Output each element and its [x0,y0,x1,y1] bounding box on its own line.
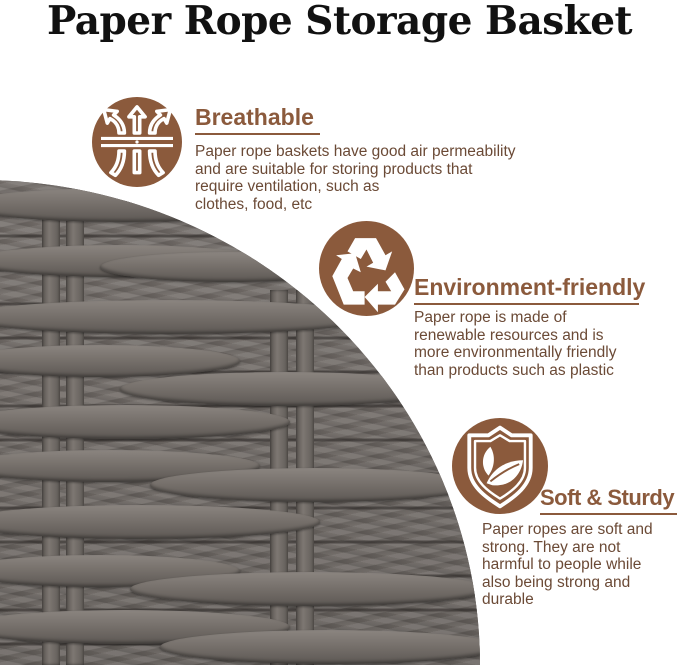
feature-description-line: more environmentally friendly [414,344,617,361]
feature-description: Paper ropes are soft and strong. They ar… [482,521,653,609]
feature-description-line: Paper rope is made of [414,309,567,326]
feature-description-line: harmful to people while [482,556,642,573]
feature-description-line: Paper ropes are soft and [482,521,653,538]
feature-description-line: require ventilation, such as [195,178,380,195]
horizontal-rope-strand [0,405,290,439]
feature-description-line: renewable resources and is [414,326,604,344]
horizontal-rope-strand [130,572,480,606]
horizontal-rope-strand [0,345,240,377]
feature-description-line: Paper rope baskets have good air permeab… [195,143,516,160]
feature-description-line: clothes, food, etc [195,195,313,213]
feature-description-line: than products such as plastic [414,361,614,379]
feature-description-line: and are suitable for storing products th… [195,160,473,178]
feature-description-line: durable [482,591,534,608]
horizontal-rope-strand [120,372,450,406]
feature-title: Breathable [195,106,320,135]
horizontal-rope-strand [160,630,480,664]
feature-description: Paper rope baskets have good air permeab… [195,143,516,213]
recycle-icon [319,221,414,316]
shield-leaf-icon [452,418,548,514]
feature-description: Paper rope is made of renewable resource… [414,309,616,379]
feature-description-line: also being strong and [482,573,631,591]
airflow-arrows-icon [92,97,182,187]
horizontal-rope-strand [150,468,480,502]
page-title: Paper Rope Storage Basket [46,0,633,44]
feature-description-line: strong. They are not [482,538,621,556]
feature-title: Environment-friendly [414,276,645,305]
horizontal-rope-strand [0,505,320,539]
feature-title: Soft & Sturdy [540,487,677,515]
